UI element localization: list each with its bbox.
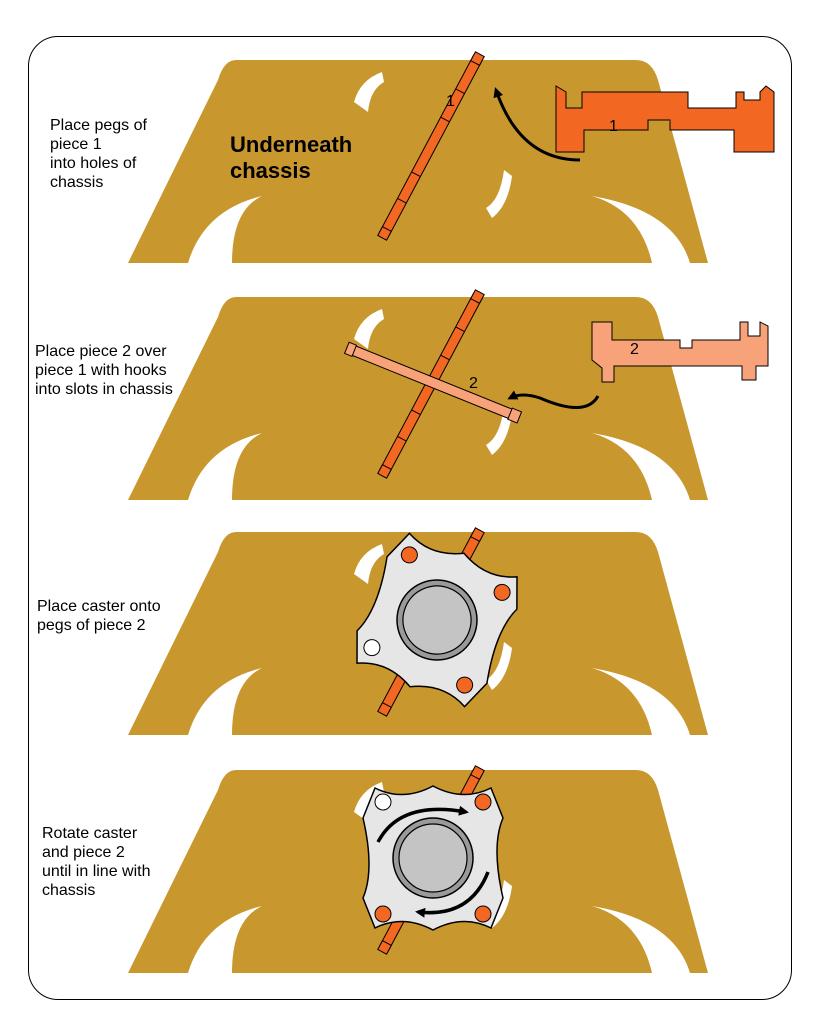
piece2-number-label: 2 xyxy=(469,375,478,392)
arrow-step2 xyxy=(507,390,600,409)
rotate-arrow-top-icon xyxy=(376,805,469,843)
step-3-instruction: Place caster onto pegs of piece 2 xyxy=(37,598,161,634)
piece2-part-number: 2 xyxy=(630,341,639,358)
piece1-number-label: 1 xyxy=(446,93,455,110)
step-1-instruction: Place pegs of piece 1 into holes of chas… xyxy=(50,117,147,191)
piece2-part xyxy=(591,321,769,383)
chassis-title: Underneath chassis xyxy=(230,132,353,183)
rotate-arrow-bottom-icon xyxy=(415,871,490,918)
piece1-part-number: 1 xyxy=(609,118,618,135)
step-4-instruction: Rotate caster and piece 2 until in line … xyxy=(42,825,151,899)
diagram-frame xyxy=(28,36,792,1000)
piece2-installed xyxy=(343,341,523,424)
piece1-part xyxy=(555,85,775,153)
caster-tilted xyxy=(344,526,530,714)
arrow-step1 xyxy=(493,87,581,162)
caster-aligned xyxy=(362,785,504,931)
step-2-instruction: Place piece 2 over piece 1 with hooks in… xyxy=(35,343,173,398)
